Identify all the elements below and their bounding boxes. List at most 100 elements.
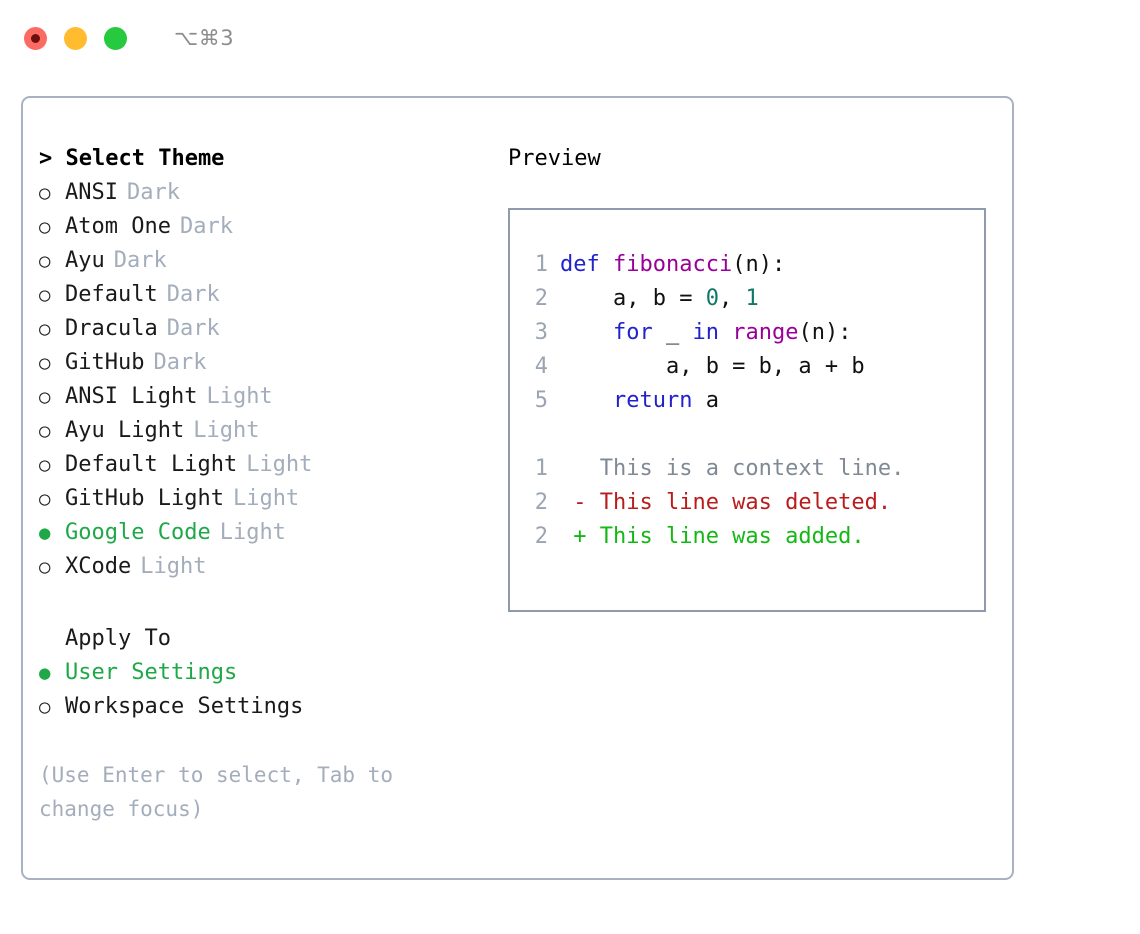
line-content: - This line was deleted.	[560, 486, 891, 520]
theme-option-atom-one[interactable]: ○ Atom One Dark	[39, 210, 493, 244]
line-content: + This line was added.	[560, 520, 865, 554]
radio-unselected-icon: ○	[39, 488, 51, 510]
theme-option-label: ANSI Light	[65, 384, 198, 409]
radio-unselected-icon: ○	[39, 284, 51, 306]
diff-line: 1 This is a context line.	[524, 452, 984, 486]
token-add: + This line was added.	[560, 524, 865, 549]
line-content: a, b = 0, 1	[560, 282, 759, 316]
radio-unselected-icon: ○	[39, 318, 51, 340]
code-line: 4 a, b = b, a + b	[524, 350, 984, 384]
token-pln: a, b = b, a + b	[560, 354, 865, 379]
radio-selected-icon: ●	[39, 522, 51, 544]
theme-option-label: Default	[65, 282, 158, 307]
token-kw: def	[560, 252, 613, 277]
radio-selected-icon: ●	[39, 662, 51, 684]
title-bar: ⌥⌘3	[0, 0, 1140, 76]
theme-option-tag: Dark	[166, 282, 220, 307]
theme-option-tag: Dark	[153, 350, 207, 375]
theme-option-default[interactable]: ○ Default Dark	[39, 278, 493, 312]
theme-option-google-code[interactable]: ● Google Code Light	[39, 516, 493, 550]
line-content: a, b = b, a + b	[560, 350, 865, 384]
theme-option-label: Google Code	[65, 520, 211, 545]
theme-option-tag: Light	[140, 554, 207, 579]
theme-option-tag: Light	[219, 520, 286, 545]
radio-unselected-icon: ○	[39, 352, 51, 374]
diff-line: 2 - This line was deleted.	[524, 486, 984, 520]
minimize-button[interactable]	[64, 26, 87, 50]
radio-unselected-icon: ○	[39, 216, 51, 238]
apply-to-option-label: Workspace Settings	[65, 694, 304, 719]
apply-to-list: ● User Settings ○ Workspace Settings	[39, 656, 493, 724]
code-line: 1 def fibonacci(n):	[524, 248, 984, 282]
token-pln: (n):	[732, 252, 786, 277]
theme-option-xcode[interactable]: ○ XCode Light	[39, 550, 493, 584]
theme-option-tag: Light	[193, 418, 260, 443]
token-del: - This line was deleted.	[560, 490, 892, 515]
diff-line: 2 + This line was added.	[524, 520, 984, 554]
token-kw: for	[560, 320, 666, 345]
maximize-button[interactable]	[104, 26, 127, 50]
token-pln: _	[665, 320, 693, 345]
radio-unselected-icon: ○	[39, 250, 51, 272]
hint-spacer	[39, 724, 493, 758]
line-number: 3	[534, 320, 548, 345]
apply-to-option-user-settings[interactable]: ● User Settings	[39, 656, 493, 690]
close-button[interactable]	[24, 26, 47, 50]
code-line: 5 return a	[524, 384, 984, 418]
theme-option-label: Atom One	[65, 214, 171, 239]
theme-option-ansi[interactable]: ○ ANSI Dark	[39, 176, 493, 210]
theme-option-tag: Dark	[179, 214, 233, 239]
keyboard-shortcut-label: ⌥⌘3	[174, 26, 235, 50]
token-pln: a, b =	[560, 286, 706, 311]
theme-option-label: XCode	[65, 554, 132, 579]
code-diff-spacer	[524, 418, 984, 452]
theme-option-label: Ayu Light	[65, 418, 185, 443]
apply-to-option-workspace-settings[interactable]: ○ Workspace Settings	[39, 690, 493, 724]
keyboard-hint-text: (Use Enter to select, Tab to change focu…	[39, 763, 406, 821]
line-number: 2	[534, 490, 548, 515]
radio-unselected-icon: ○	[39, 696, 51, 718]
line-content: This is a context line.	[560, 452, 905, 486]
section-spacer	[39, 584, 493, 622]
radio-unselected-icon: ○	[39, 454, 51, 476]
radio-unselected-icon: ○	[39, 420, 51, 442]
line-content: def fibonacci(n):	[560, 248, 785, 282]
line-number: 1	[534, 252, 548, 277]
theme-option-tag: Dark	[126, 180, 180, 205]
preview-title: Preview	[508, 146, 601, 171]
theme-option-ayu[interactable]: ○ Ayu Dark	[39, 244, 493, 278]
line-content: for _ in range(n):	[560, 316, 851, 350]
window-controls	[24, 26, 127, 50]
theme-option-tag: Light	[246, 452, 313, 477]
theme-option-label: Ayu	[65, 248, 105, 273]
token-kw: return	[560, 388, 706, 413]
select-theme-header: > Select Theme	[39, 146, 225, 171]
theme-option-tag: Dark	[166, 316, 220, 341]
theme-option-label: ANSI	[65, 180, 118, 205]
radio-unselected-icon: ○	[39, 182, 51, 204]
code-line: 3 for _ in range(n):	[524, 316, 984, 350]
token-fn: range	[732, 320, 799, 345]
radio-unselected-icon: ○	[39, 556, 51, 578]
line-number: 1	[534, 456, 548, 481]
line-content: return a	[560, 384, 719, 418]
theme-option-ayu-light[interactable]: ○ Ayu Light Light	[39, 414, 493, 448]
theme-option-tag: Light	[232, 486, 300, 511]
theme-option-tag: Light	[206, 384, 273, 409]
token-pln: ,	[718, 286, 746, 311]
token-pln: (n):	[798, 320, 852, 345]
diff-sample: 1 This is a context line.2 - This line w…	[524, 452, 984, 554]
theme-option-tag: Dark	[113, 248, 167, 273]
line-number: 4	[534, 354, 548, 379]
apply-to-option-label: User Settings	[65, 660, 238, 685]
